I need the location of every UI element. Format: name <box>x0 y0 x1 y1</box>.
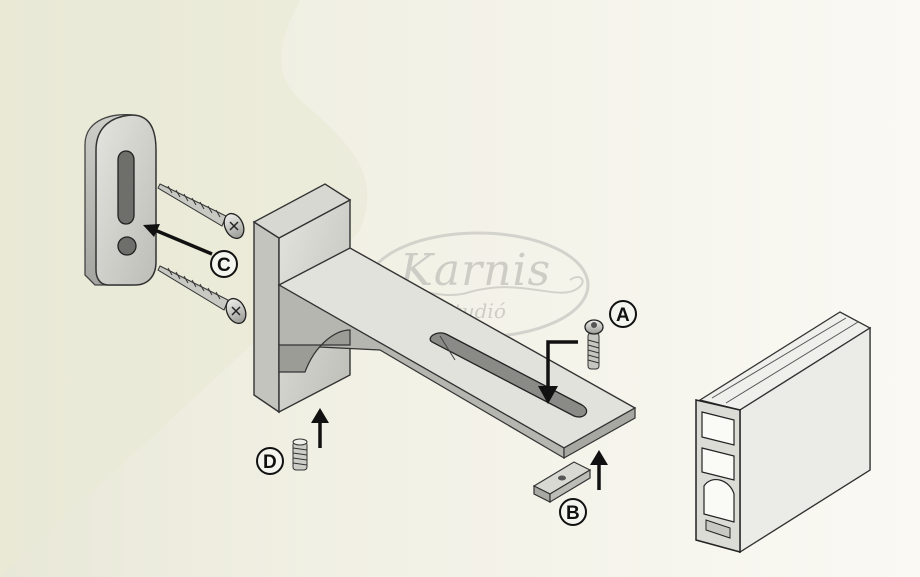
rail-profile <box>695 311 872 554</box>
arrow-down-icon <box>538 340 578 404</box>
grub-screw-d <box>292 438 308 471</box>
slide-nut-b <box>532 461 592 504</box>
callout-c: C <box>210 250 238 278</box>
callout-b: B <box>559 498 587 526</box>
bracket-gusset <box>278 329 351 373</box>
wall-screw-top <box>157 183 245 240</box>
arrow-left-icon <box>143 224 213 256</box>
wall-plate-slot <box>117 150 135 225</box>
callout-a: A <box>609 300 637 328</box>
screw-a <box>584 319 604 370</box>
arrow-up-icon <box>311 408 329 448</box>
wall-plate-hole <box>117 236 137 256</box>
callout-b-label: B <box>566 503 580 524</box>
arrow-up-icon <box>590 450 608 490</box>
callout-d: D <box>256 447 284 475</box>
wall-plate <box>84 113 157 286</box>
callout-a-label: A <box>616 305 630 326</box>
callout-c-label: C <box>217 255 231 276</box>
callout-d-label: D <box>263 452 277 473</box>
wall-screw-bottom <box>157 265 247 325</box>
